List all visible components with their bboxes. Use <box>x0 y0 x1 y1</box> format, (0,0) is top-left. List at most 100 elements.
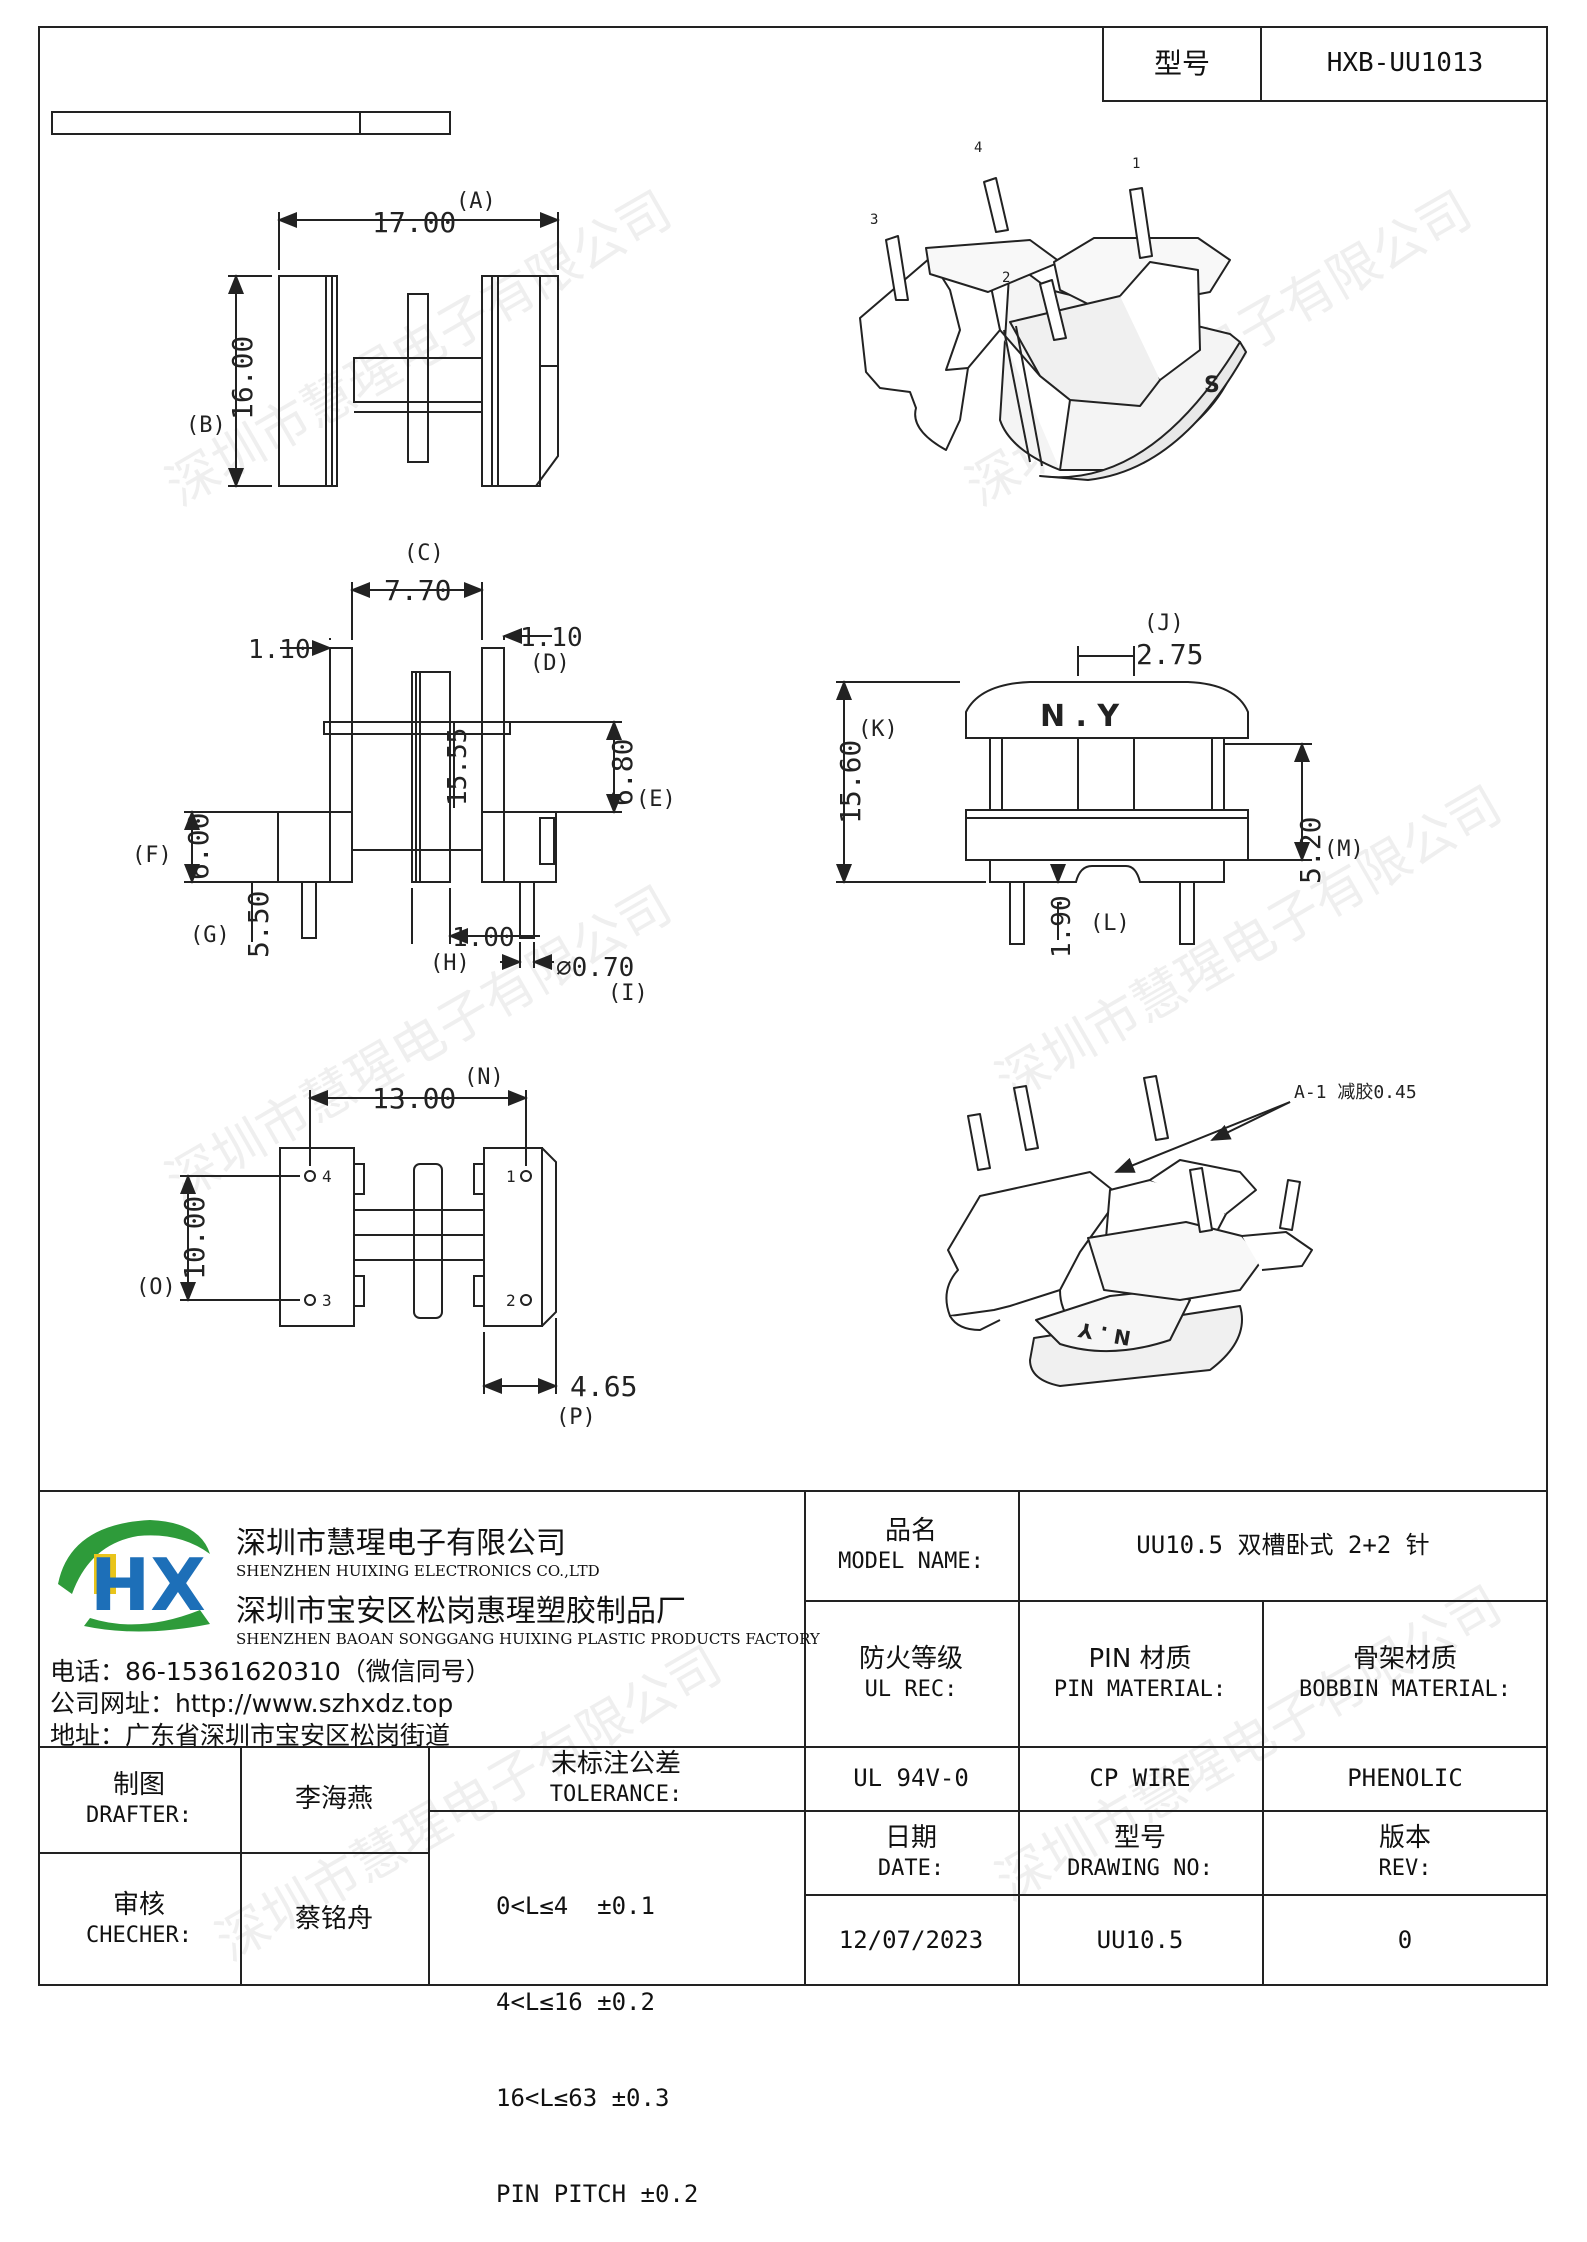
drafter-cn: 制图 <box>112 1770 165 1800</box>
dim-I-label: (I) <box>608 981 648 1006</box>
dim-H-value: 1.00 <box>452 923 515 953</box>
ul-value: UL 94V-0 <box>804 1746 1018 1810</box>
drawing-value-text: UU10.5 <box>1096 1926 1184 1954</box>
bottom-view <box>180 1090 558 1394</box>
dim-B-value: 16.00 <box>226 336 259 420</box>
drawing-no-label: 型号 DRAWING NO: <box>1018 1810 1262 1894</box>
dim-O-value: 10.00 <box>178 1196 211 1280</box>
iso-top-pin-1: 1 <box>1132 156 1140 172</box>
iso-top-pin-2: 2 <box>1002 270 1010 286</box>
tb-line <box>1018 1490 1020 1986</box>
dim-D-label: (D) <box>530 651 570 676</box>
model-name-en: MODEL NAME: <box>838 1548 984 1574</box>
top-view <box>228 212 560 488</box>
date-label: 日期 DATE: <box>804 1810 1018 1894</box>
dim-E-value: 6.80 <box>606 739 639 806</box>
company-address: 地址：广东省深圳市宝安区松岗街道 <box>50 1721 451 1750</box>
dim-I-value: ⌀0.70 <box>556 953 634 983</box>
factory-name-en: SHENZHEN BAOAN SONGGANG HUIXING PLASTIC … <box>236 1630 820 1648</box>
drafter-value: 李海燕 <box>240 1746 428 1852</box>
dim-D-value: 1.10 <box>520 623 583 653</box>
ul-en: UL REC: <box>864 1676 958 1702</box>
dim-inner-value: 15.55 <box>443 728 473 806</box>
tb-line <box>38 1852 428 1854</box>
checker-value: 蔡铭舟 <box>240 1852 428 1986</box>
tolerance-row: PIN PITCH ±0.2 <box>496 2180 699 2208</box>
front-view <box>184 582 622 970</box>
header-model-label-text: 型号 <box>1153 46 1210 80</box>
bobbin-material-value: PHENOLIC <box>1262 1746 1548 1810</box>
dim-N-value: 13.00 <box>372 1082 456 1115</box>
iso-bottom-note: A-1 减胶0.45 <box>1294 1082 1417 1103</box>
company-website: 公司网址：http://www.szhxdz.top <box>50 1689 454 1718</box>
rev-en: REV: <box>1378 1855 1432 1881</box>
side-marking: N . Y <box>1040 699 1120 734</box>
logo-swoosh-bottom <box>84 1610 210 1632</box>
iso-top-pin-3: 3 <box>870 212 878 228</box>
dim-F-value: 6.00 <box>182 813 215 880</box>
dim-N-label: (N) <box>464 1065 504 1090</box>
iso-bottom-leader <box>1114 1101 1291 1173</box>
rev-value: 0 <box>1262 1894 1548 1986</box>
company-name-en: SHENZHEN HUIXING ELECTRONICS CO.,LTD <box>236 1562 600 1580</box>
tb-line <box>804 1600 1548 1602</box>
date-value: 12/07/2023 <box>804 1894 1018 1986</box>
pin-value-text: CP WIRE <box>1089 1764 1191 1792</box>
bobbin-value-text: PHENOLIC <box>1347 1764 1463 1792</box>
dim-L-label: (L) <box>1090 911 1130 936</box>
checker-en: CHECHER: <box>86 1922 192 1948</box>
dim-G-value: 5.50 <box>242 891 275 958</box>
side-view <box>836 646 1312 945</box>
pin-cn: PIN 材质 <box>1088 1644 1192 1674</box>
dim-C-label: (C) <box>404 541 444 566</box>
tolerance-row: 16<L≤63 ±0.3 <box>496 2084 670 2112</box>
bobbin-en: BOBBIN MATERIAL: <box>1299 1676 1511 1702</box>
drafter-label: 制图 DRAFTER: <box>38 1746 240 1852</box>
iso-view-bottom <box>945 1075 1313 1387</box>
company-phone: 电话：86-15361620310（微信同号） <box>50 1657 491 1686</box>
dim-G-label: (G) <box>190 923 230 948</box>
factory-name-cn: 深圳市宝安区松岗惠瑆塑胶制品厂 <box>236 1594 686 1629</box>
date-cn: 日期 <box>884 1823 937 1853</box>
iso-top-marking: S <box>1204 373 1220 398</box>
drawing-cn: 型号 <box>1113 1823 1166 1853</box>
tb-line <box>38 1746 1548 1748</box>
rev-label: 版本 REV: <box>1262 1810 1548 1894</box>
tb-line <box>804 1490 806 1986</box>
iso-view-top <box>859 177 1247 481</box>
model-name-cn: 品名 <box>884 1516 937 1546</box>
dim-O-label: (O) <box>136 1275 176 1300</box>
logo-swoosh-top <box>58 1520 210 1594</box>
model-name-value: UU10.5 双槽卧式 2+2 针 <box>1018 1490 1548 1600</box>
tolerance-cn: 未标注公差 <box>550 1749 681 1779</box>
tb-line <box>804 1894 1548 1896</box>
iso-top-pin-4: 4 <box>974 140 982 156</box>
dim-left-flange-value: 1.10 <box>248 635 311 665</box>
dim-A-value: 17.00 <box>372 206 456 239</box>
dim-L-value: 1.90 <box>1047 895 1077 958</box>
dim-F-label: (F) <box>132 843 172 868</box>
dim-M-label: (M) <box>1324 837 1364 862</box>
logo-text: HX <box>90 1543 206 1627</box>
dim-B-label: (B) <box>186 413 226 438</box>
dim-J-value: 2.75 <box>1136 638 1203 671</box>
ul-value-text: UL 94V-0 <box>853 1764 969 1792</box>
tb-line <box>428 1810 1548 1812</box>
technical-drawing: 17.00 (A) 16.00 (B) <box>51 111 1417 1430</box>
ul-cn: 防火等级 <box>858 1644 963 1674</box>
checker-label: 审核 CHECHER: <box>38 1852 240 1986</box>
header-model-label: 型号 <box>1102 26 1260 102</box>
drafter-value-text: 李海燕 <box>294 1783 373 1814</box>
dim-M-value: 5.20 <box>1294 817 1327 884</box>
drawing-en: DRAWING NO: <box>1067 1855 1213 1881</box>
model-name-value-text: UU10.5 双槽卧式 2+2 针 <box>1136 1531 1430 1559</box>
bottom-pin-1: 1 <box>506 1167 516 1186</box>
header-model-value: HXB-UU1013 <box>1260 26 1548 102</box>
drafter-en: DRAFTER: <box>86 1802 192 1828</box>
tolerance-rows: 0<L≤4 ±0.1 4<L≤16 ±0.2 16<L≤63 ±0.3 PIN … <box>496 1826 796 2242</box>
bobbin-cn: 骨架材质 <box>1352 1644 1457 1674</box>
ul-label: 防火等级 UL REC: <box>804 1600 1018 1746</box>
dim-E-label: (E) <box>636 787 676 812</box>
bobbin-material-label: 骨架材质 BOBBIN MATERIAL: <box>1262 1600 1548 1746</box>
company-logo: HX <box>58 1520 210 1632</box>
